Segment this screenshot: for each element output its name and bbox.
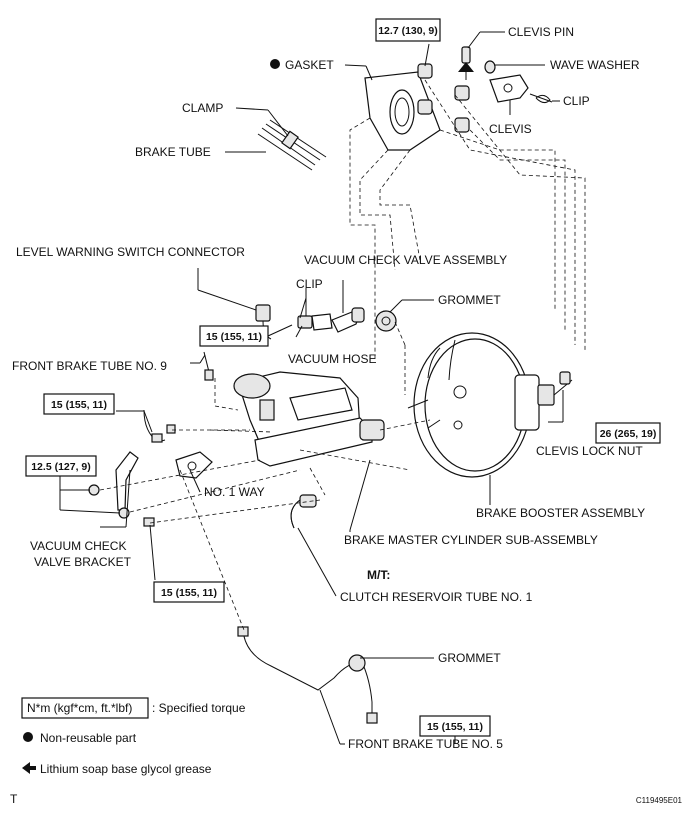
label-clamp: CLAMP [182,101,223,115]
vacuum-check-bracket-part [88,451,139,519]
non-reusable-dot-icon [270,59,280,69]
svg-text:12.7 (130, 9): 12.7 (130, 9) [378,25,438,37]
leader-lines [59,31,564,745]
torque-spec-locknut: 26 (265, 19) [595,422,661,444]
alignment-lines-lower [99,321,431,631]
no1-way-part [175,451,213,479]
stud-nuts [417,63,470,133]
vacuum-hose-clip-part [297,297,313,329]
footer-mark: T [10,792,18,806]
label-clevis-pin: CLEVIS PIN [508,25,574,39]
front-brake-tube-5-part [237,626,378,724]
label-vacuum-check-bracket-1: VACUUM CHECK [30,539,126,553]
label-grommet-top: GROMMET [438,293,501,307]
level-warning-connector-part [255,304,272,340]
label-brake-booster-assembly: BRAKE BOOSTER ASSEMBLY [476,506,645,520]
grease-arrow-icon [22,762,36,774]
label-clip-top: CLIP [563,94,590,108]
label-clevis-lock-nut: CLEVIS LOCK NUT [536,444,643,458]
tube-bend-part [143,409,176,443]
label-mt: M/T: [367,568,390,582]
label-front-brake-tube-9: FRONT BRAKE TUBE NO. 9 [12,359,167,373]
clip-top-part [529,93,553,104]
clevis-part [489,74,529,103]
label-clutch-reservoir-tube: CLUTCH RESERVOIR TUBE NO. 1 [340,590,533,604]
label-front-brake-tube-5: FRONT BRAKE TUBE NO. 5 [348,737,503,751]
figure-code: C119495E01 [636,796,683,805]
label-level-warning-connector: LEVEL WARNING SWITCH CONNECTOR [16,245,245,259]
legend: N*m (kgf*cm, ft.*lbf) : Specified torque… [21,697,246,776]
label-no1-way: NO. 1 WAY [204,485,265,499]
svg-text:26 (265, 19): 26 (265, 19) [600,428,657,440]
label-clip-mid: CLIP [296,277,323,291]
label-gasket: GASKET [285,58,334,72]
legend-grease: Lithium soap base glycol grease [40,762,212,776]
legend-torque-desc: : Specified torque [152,701,246,715]
alignment-lines-top [349,79,586,360]
label-vacuum-check-valve-assembly: VACUUM CHECK VALVE ASSEMBLY [304,253,507,267]
wave-washer-part [484,60,496,74]
label-wave-washer: WAVE WASHER [550,58,640,72]
clutch-reservoir-tube-part [290,494,317,529]
torque-spec-hose: 15 (155, 11) [199,325,269,347]
front-brake-tube-9-part [203,351,214,381]
label-vacuum-hose: VACUUM HOSE [288,352,376,366]
torque-spec-tube5: 15 (155, 11) [419,715,491,737]
torque-spec-tube9: 15 (155, 11) [43,393,115,415]
vacuum-check-valve-part [311,307,365,333]
legend-torque-box [21,697,149,719]
torque-spec-bracket: 12.5 (127, 9) [25,455,97,477]
lower-fitting-part [143,517,155,527]
svg-text:15 (155, 11): 15 (155, 11) [427,721,483,733]
label-grommet-bottom: GROMMET [438,651,501,665]
brake-booster-part [407,332,573,478]
legend-non-reusable: Non-reusable part [40,731,137,745]
svg-text:12.5 (127, 9): 12.5 (127, 9) [31,461,91,473]
torque-spec-lower: 15 (155, 11) [153,581,225,603]
svg-text:15 (155, 11): 15 (155, 11) [51,399,107,411]
label-master-cylinder: BRAKE MASTER CYLINDER SUB-ASSEMBLY [344,533,598,547]
label-clevis: CLEVIS [489,122,532,136]
brake-tube-clamp-part [257,119,327,171]
svg-text:15 (155, 11): 15 (155, 11) [161,587,217,599]
gasket-plate [364,71,441,151]
label-brake-tube: BRAKE TUBE [135,145,211,159]
vacuum-grommet-part [375,310,397,332]
non-reusable-legend-icon [23,732,33,742]
master-cylinder-part [233,371,385,467]
legend-torque-units: N*m (kgf*cm, ft.*lbf) [27,701,132,715]
svg-text:15 (155, 11): 15 (155, 11) [206,331,262,343]
torque-spec-top: 12.7 (130, 9) [375,18,441,42]
clevis-pin-part [458,46,474,80]
label-vacuum-check-bracket-2: VALVE BRACKET [34,555,132,569]
